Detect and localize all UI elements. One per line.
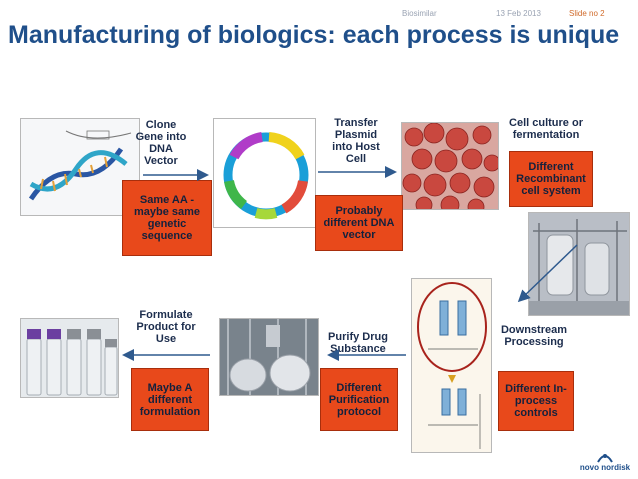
vector-difference-box: Probably different DNA vector — [315, 195, 403, 251]
protein-chain-image — [411, 278, 492, 453]
cell-system-difference-box: Different Recombinant cell system — [509, 151, 593, 207]
apis-bull-icon — [597, 454, 613, 463]
vials-image — [20, 318, 119, 398]
cell-culture-label: Cell culture or fermentation — [509, 117, 583, 141]
dna-helix-image — [20, 118, 140, 216]
formulate-label: Formulate Product for Use — [136, 309, 196, 345]
downstream-label: Downstream Processing — [500, 324, 568, 348]
clone-difference-box: Same AA - maybe same genetic sequence — [122, 180, 212, 256]
controls-difference-box: Different In-process controls — [498, 371, 574, 431]
host-cells-image — [401, 122, 499, 210]
transfer-plasmid-label: Transfer Plasmid into Host Cell — [332, 117, 380, 165]
arrow-culture-to-downstream — [517, 244, 578, 303]
fermentation-plant-image — [528, 212, 630, 316]
clone-gene-label: Clone Gene into DNA Vector — [135, 119, 187, 167]
purify-label: Purify Drug Substance — [328, 331, 388, 355]
bioreactor-image — [219, 318, 319, 396]
company-logo: novo nordisk — [576, 448, 634, 472]
page-title: Manufacturing of biologics: each process… — [8, 21, 620, 49]
plasmid-image — [213, 118, 316, 228]
header-date: 13 Feb 2013 — [496, 9, 541, 18]
slide-number: Slide no 2 — [569, 9, 605, 18]
header-topic: Biosimilar — [402, 9, 437, 18]
formulation-difference-box: Maybe A different formulation — [131, 368, 209, 431]
logo-text: novo nordisk — [579, 463, 631, 472]
purification-difference-box: Different Purification protocol — [320, 368, 398, 431]
